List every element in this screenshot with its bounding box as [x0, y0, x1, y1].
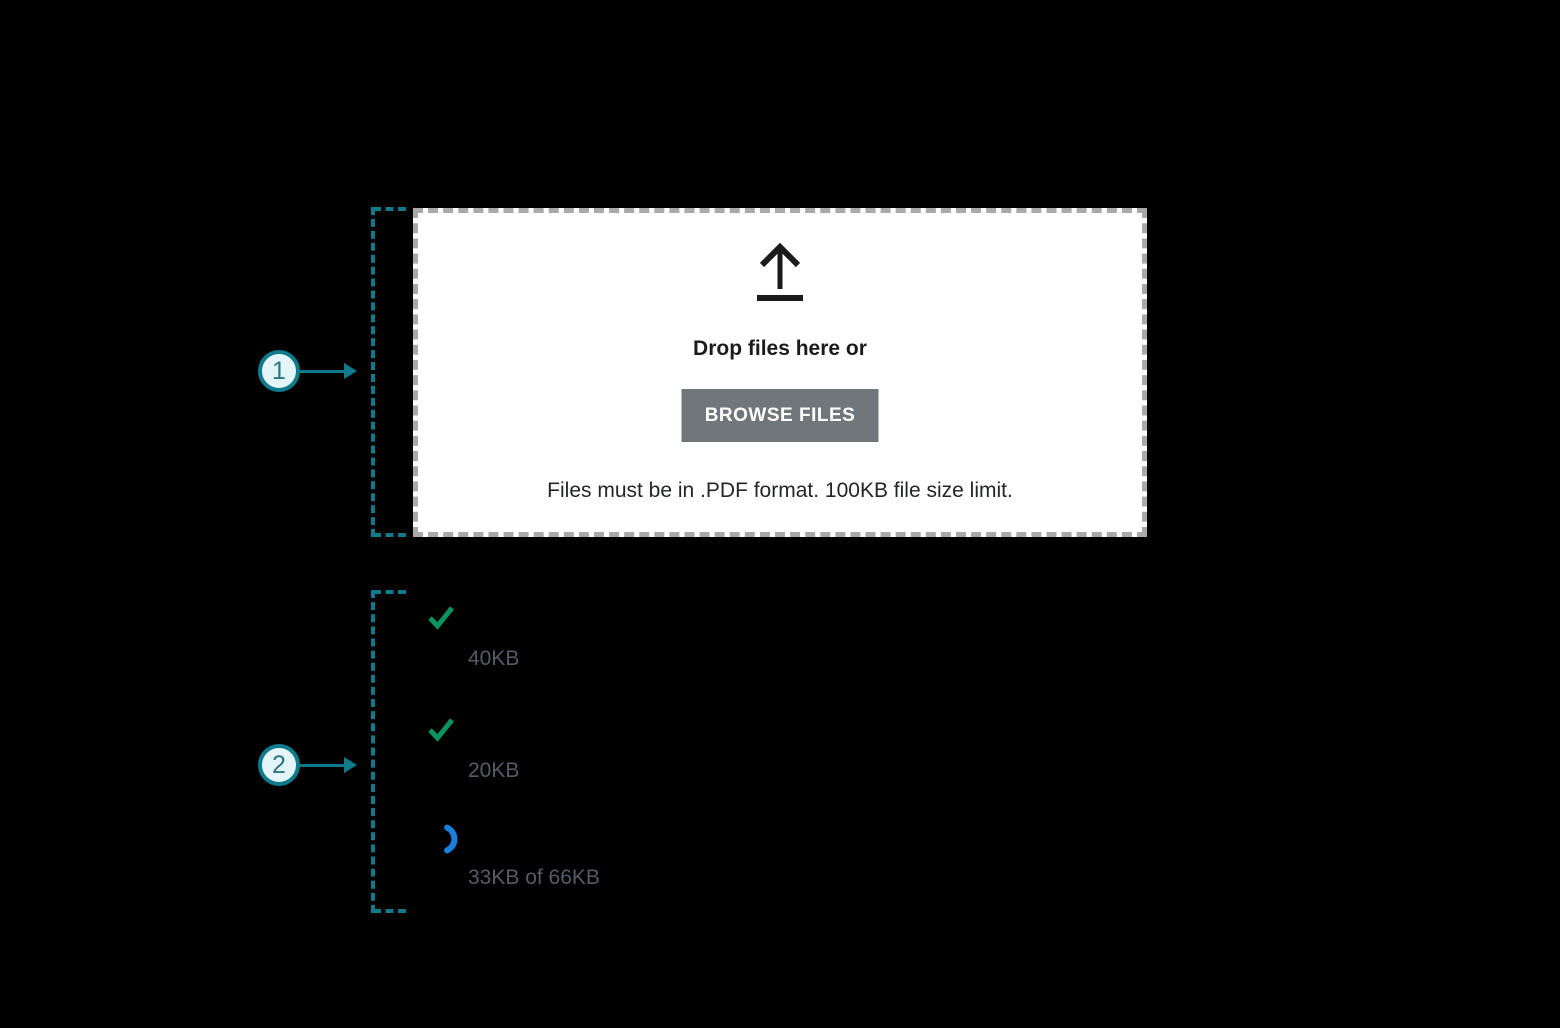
bracket-arm-top [373, 590, 406, 594]
callout-2-arrow-line [300, 763, 344, 767]
upload-item: 33KB of 66KB [427, 822, 600, 889]
upload-item: 40KB [427, 603, 519, 670]
upload-item: 20KB [427, 715, 519, 782]
bracket-line [371, 207, 375, 537]
callout-1-arrowhead-icon [344, 363, 357, 379]
dropzone-hint: Files must be in .PDF format. 100KB file… [547, 479, 1013, 502]
spinner-icon [427, 822, 461, 861]
dropzone-instructions: Drop files here or [693, 337, 867, 360]
upload-size-label: 20KB [468, 759, 520, 782]
callout-2: 2 [258, 744, 357, 786]
bracket-arm-bottom [373, 533, 406, 537]
bracket-line [371, 590, 375, 913]
bracket-arm-bottom [373, 909, 406, 913]
callout-1: 1 [258, 350, 357, 392]
upload-size-label: 33KB of 66KB [468, 866, 600, 889]
bracket-arm-top [373, 207, 406, 211]
check-icon [427, 603, 455, 636]
callout-2-arrowhead-icon [344, 757, 357, 773]
browse-files-button[interactable]: BROWSE FILES [681, 389, 879, 442]
callout-1-arrow-line [300, 369, 344, 373]
callout-1-badge: 1 [258, 350, 300, 392]
upload-arrow-icon [754, 239, 806, 308]
callout-1-number: 1 [272, 356, 286, 385]
check-icon [427, 715, 455, 748]
upload-size-label: 40KB [468, 647, 520, 670]
file-dropzone[interactable]: Drop files here or BROWSE FILES Files mu… [413, 208, 1147, 537]
callout-2-number: 2 [272, 750, 286, 779]
callout-2-badge: 2 [258, 744, 300, 786]
